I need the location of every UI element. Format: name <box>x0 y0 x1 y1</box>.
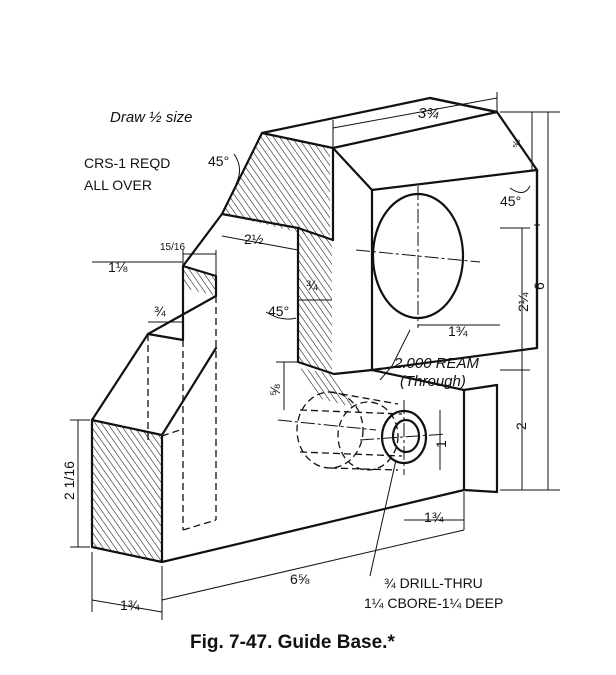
drill-callout-line2: 1¼ CBORE-1¼ DEEP <box>364 595 503 611</box>
dim-base-height: 2 1/16 <box>61 461 77 500</box>
center-lines <box>277 186 481 475</box>
dim-overall-length: 6⅝ <box>290 571 310 587</box>
ream-callout-line2: (Through) <box>400 373 466 390</box>
hidden-lines <box>147 296 403 531</box>
ream-callout-line1: 2.000 REAM <box>393 355 480 372</box>
dim-chamfer-angle-right: 45° <box>500 193 521 209</box>
dim-top-width: 3¾ <box>418 105 439 122</box>
material-note: CRS-1 REQD <box>84 155 170 171</box>
dim-total-height: 6 <box>531 282 547 290</box>
dim-slope-length: 2½ <box>244 231 264 247</box>
dim-chamfer-angle-left: 45° <box>208 153 229 169</box>
dimension-lines <box>70 92 560 620</box>
finish-note: ALL OVER <box>84 177 152 193</box>
dim-upper-height: 2¼ <box>515 292 531 312</box>
dim-slot-width-upper: ¾ <box>306 277 318 293</box>
dim-top-chamfer: ⅝ <box>512 139 523 148</box>
object-outline <box>90 96 539 564</box>
dim-slot-width-lower: ¾ <box>154 303 166 319</box>
scale-note: Draw ½ size <box>110 109 193 126</box>
dim-cbore-offset: 1¾ <box>424 509 444 525</box>
dim-slot-angle: 45° <box>268 303 289 319</box>
base-end-face-hatch <box>92 420 162 562</box>
dim-step-offset: 15/16 <box>160 242 185 253</box>
figure-caption: Fig. 7-47. Guide Base.* <box>190 632 395 653</box>
drill-callout-line1: ¾ DRILL-THRU <box>384 575 483 591</box>
dim-step-width: 1⅛ <box>108 259 128 275</box>
slot-bottom-hatch <box>298 368 356 408</box>
dim-hole-height: 2 <box>513 422 529 430</box>
dim-base-depth: 1¾ <box>120 597 140 613</box>
dim-slot-depth: ⅝ <box>267 384 283 396</box>
dim-cbore-height: 1 <box>433 440 449 448</box>
dim-bore-offset: 1¾ <box>448 323 468 339</box>
